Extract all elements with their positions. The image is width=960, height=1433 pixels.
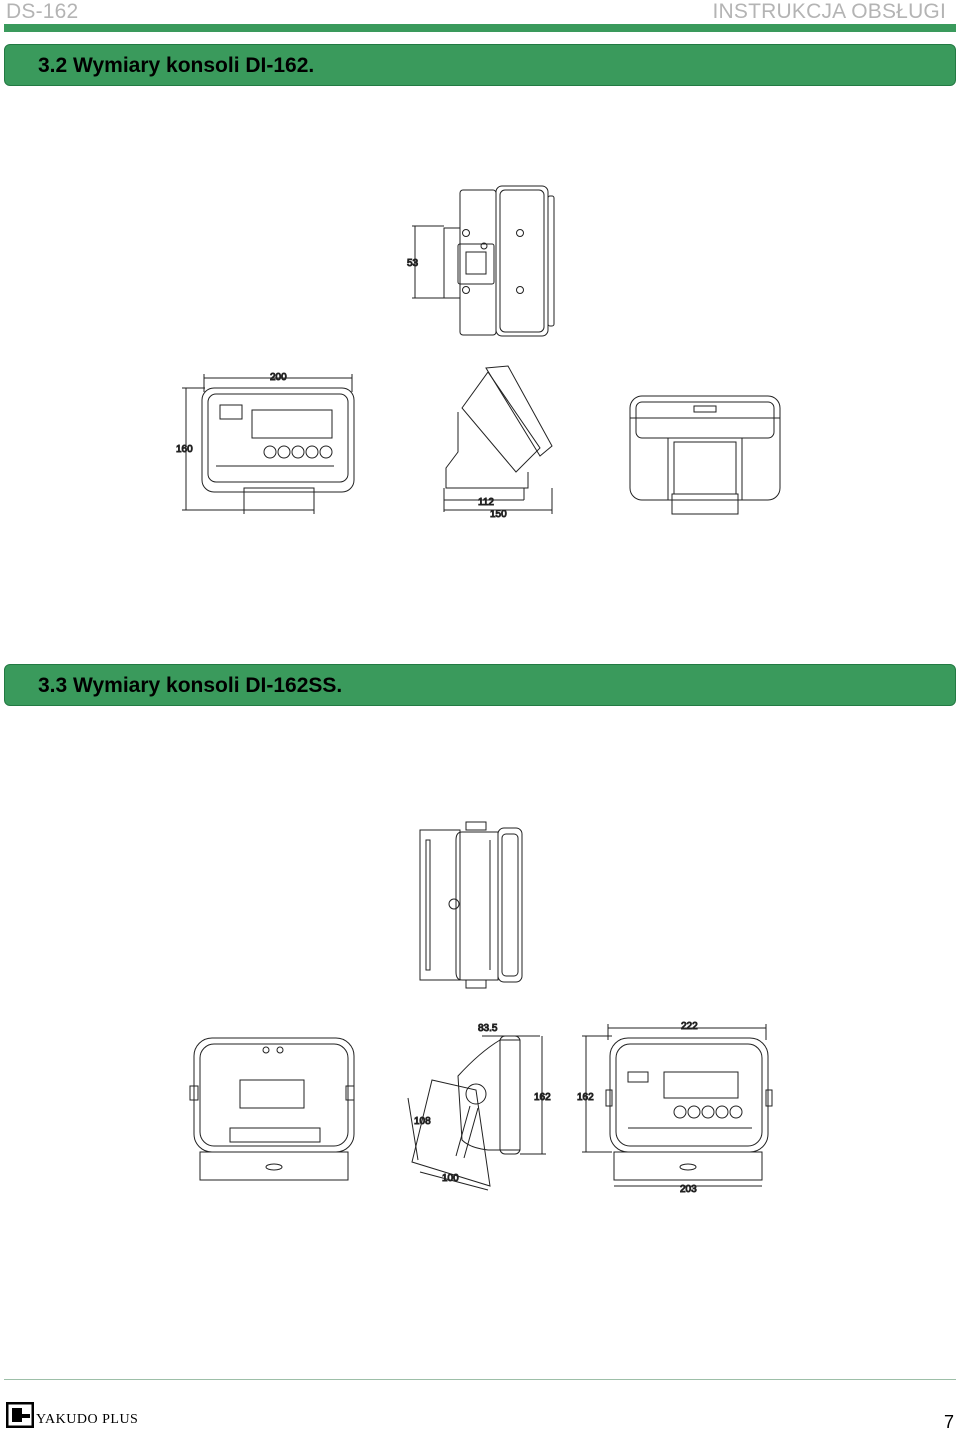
di162-side-view <box>412 186 554 336</box>
di162-tilted-view <box>444 366 552 514</box>
dim-base: 112 <box>478 497 494 508</box>
dim-width: 200 <box>270 372 287 383</box>
dim-width-bottom: 203 <box>680 1184 697 1195</box>
footer-rule <box>4 1379 956 1380</box>
company-name: YAKUDO PLUS <box>36 1412 139 1427</box>
di162ss-tilted-view <box>408 1036 546 1190</box>
company-logo <box>6 1402 34 1428</box>
di162ss-rear-view <box>190 1038 354 1180</box>
dim-height-left: 108 <box>414 1116 431 1127</box>
dim-height-side: 162 <box>534 1092 551 1103</box>
section-heading-3-2: 3.2 Wymiary konsoli DI-162. <box>4 44 956 86</box>
dim-width-top: 222 <box>681 1021 698 1032</box>
di162ss-front-view <box>582 1024 772 1186</box>
section-heading-3-3: 3.3 Wymiary konsoli DI-162SS. <box>4 664 956 706</box>
di162-front-view <box>182 374 354 514</box>
dim-top: 83.5 <box>478 1023 498 1034</box>
di162ss-side-view <box>420 822 522 988</box>
dim-height-front: 162 <box>577 1092 594 1103</box>
dim-bottom-left: 100 <box>442 1173 459 1184</box>
di162ss-dimension-drawing: 83.5 108 100 162 222 162 203 <box>0 0 960 1196</box>
document-type: INSTRUKCJA OBSŁUGI <box>712 0 946 23</box>
header-rule <box>4 24 956 32</box>
section-title: 3.3 Wymiary konsoli DI-162SS. <box>38 674 343 697</box>
dim-depth: 53 <box>407 258 419 269</box>
page-number: 7 <box>943 1412 954 1432</box>
dim-total: 150 <box>490 509 507 520</box>
dim-height: 160 <box>176 444 193 455</box>
section-title: 3.2 Wymiary konsoli DI-162. <box>38 54 315 77</box>
di162-dimension-drawing: 53 200 160 112 150 <box>176 0 960 521</box>
di162-rear-view <box>630 396 780 514</box>
document-code: DS-162 <box>6 0 79 23</box>
